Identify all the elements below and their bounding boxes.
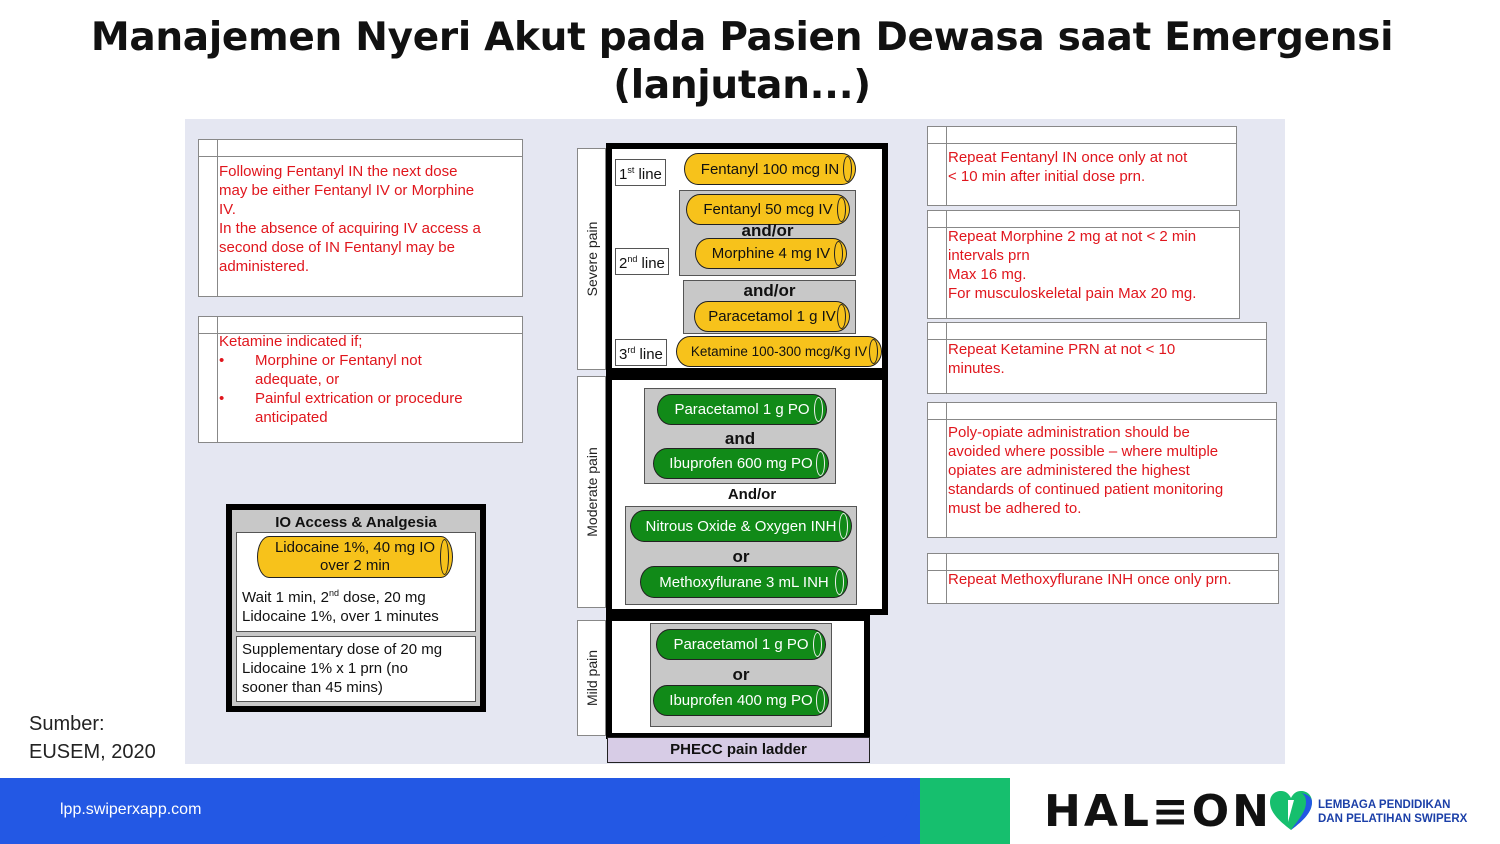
paracetamol-po-mild-pill: Paracetamol 1 g PO: [656, 629, 826, 660]
bullet-item: •Morphine or Fentanyl not adequate, or: [219, 352, 422, 388]
fentanyl-followup-note: Following Fentanyl IN the next dose may …: [198, 139, 523, 297]
third-line-label: 3rd line: [615, 339, 667, 366]
io-access-box: IO Access & Analgesia Lidocaine 1%, 40 m…: [226, 504, 486, 712]
note-line: IV.: [219, 201, 236, 218]
heart-logo-icon: [1268, 790, 1314, 837]
connector-or: or: [732, 665, 750, 684]
note-line: Following Fentanyl IN the next dose: [219, 163, 458, 180]
connector-and: and: [724, 429, 756, 448]
nitrous-oxide-pill: Nitrous Oxide & Oxygen INH: [630, 510, 852, 542]
page-title: Manajemen Nyeri Akut pada Pasien Dewasa …: [60, 14, 1424, 110]
repeat-methoxyflurane-note: Repeat Methoxyflurane INH once only prn.: [927, 553, 1279, 604]
ibuprofen-600-pill: Ibuprofen 600 mg PO: [653, 448, 829, 479]
repeat-morphine-note: Repeat Morphine 2 mg at not < 2 min inte…: [927, 210, 1240, 319]
inhalation-group: Nitrous Oxide & Oxygen INH or Methoxyflu…: [625, 506, 857, 605]
mild-pain-box: Paracetamol 1 g PO or Ibuprofen 400 mg P…: [606, 615, 870, 739]
repeat-fentanyl-note: Repeat Fentanyl IN once only at not < 10…: [927, 126, 1237, 206]
mild-pain-label: Mild pain: [577, 620, 606, 736]
paracetamol-iv-group: and/or Paracetamol 1 g IV: [683, 280, 856, 334]
ketamine-indication-note: Ketamine indicated if; •Morphine or Fent…: [198, 316, 523, 443]
ibuprofen-400-pill: Ibuprofen 400 mg PO: [653, 685, 829, 716]
io-box-title: IO Access & Analgesia: [275, 514, 437, 531]
note-line: In the absence of acquiring IV access a: [219, 220, 481, 237]
moderate-pain-box: Paracetamol 1 g PO and Ibuprofen 600 mg …: [606, 374, 888, 615]
footer-url[interactable]: lpp.swiperxapp.com: [60, 801, 202, 818]
repeat-ketamine-note: Repeat Ketamine PRN at not < 10 minutes.: [927, 322, 1267, 394]
connector-andor: and/or: [741, 221, 794, 240]
polyopiate-note: Poly-opiate administration should be avo…: [927, 402, 1277, 538]
first-line-label: 1st line: [615, 159, 666, 186]
source-citation: Sumber: EUSEM, 2020: [29, 713, 156, 763]
title-line-2: (lanjutan...): [613, 63, 871, 108]
connector-or: or: [732, 547, 750, 566]
pain-ladder-footer: PHECC pain ladder: [607, 737, 870, 763]
note-line: Ketamine indicated if;: [219, 333, 363, 350]
footer-blue-band: [0, 778, 920, 844]
note-line: may be either Fentanyl IV or Morphine: [219, 182, 475, 199]
morphine-iv-pill: Morphine 4 mg IV: [695, 238, 847, 269]
paracetamol-ibuprofen-group: Paracetamol 1 g PO and Ibuprofen 600 mg …: [644, 388, 836, 484]
second-line-group: Fentanyl 50 mcg IV and/or Morphine 4 mg …: [679, 190, 856, 276]
fentanyl-iv-pill: Fentanyl 50 mcg IV: [686, 194, 850, 225]
lpp-name: LEMBAGA PENDIDIKAN DAN PELATIHAN SWIPERX: [1318, 799, 1468, 825]
note-line: second dose of IN Fentanyl may be: [219, 239, 455, 256]
paracetamol-iv-pill: Paracetamol 1 g IV: [694, 301, 850, 332]
ketamine-pill: Ketamine 100-300 mcg/Kg IV: [676, 336, 882, 367]
paracetamol-po-pill: Paracetamol 1 g PO: [657, 394, 827, 425]
note-line: administered.: [219, 258, 310, 275]
lidocaine-second-dose-text: Wait 1 min, 2nd dose, 20 mg Lidocaine 1%…: [242, 588, 439, 625]
mild-options-group: Paracetamol 1 g PO or Ibuprofen 400 mg P…: [650, 623, 832, 727]
connector-andor: and/or: [743, 281, 796, 300]
moderate-pain-label: Moderate pain: [577, 376, 606, 608]
severe-pain-label: Severe pain: [577, 148, 606, 370]
title-line-1: Manajemen Nyeri Akut pada Pasien Dewasa …: [90, 15, 1394, 60]
connector-andor: And/or: [727, 486, 777, 503]
methoxyflurane-pill: Methoxyflurane 3 mL INH: [640, 566, 848, 598]
second-line-label: 2nd line: [615, 248, 669, 275]
haleon-logo: HAL≡ON: [1044, 786, 1273, 837]
bullet-item: •Painful extrication or procedure antici…: [219, 390, 463, 426]
fentanyl-in-pill: Fentanyl 100 mcg IN: [684, 153, 856, 185]
severe-pain-box: 1st line Fentanyl 100 mcg IN Fentanyl 50…: [606, 143, 888, 374]
